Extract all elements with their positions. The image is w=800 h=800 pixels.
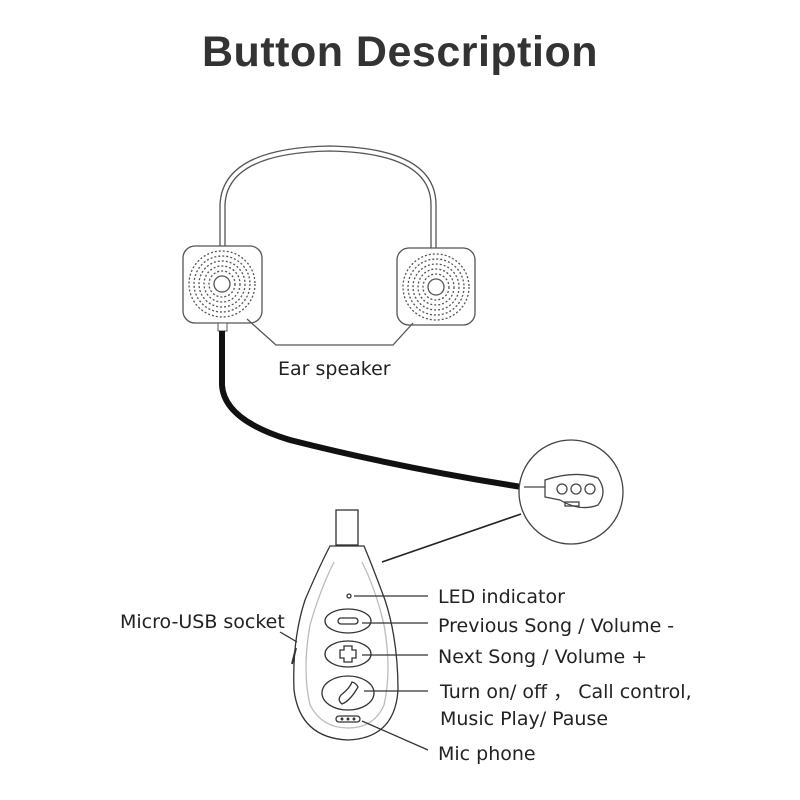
led-label: LED indicator bbox=[438, 586, 565, 608]
left-speaker bbox=[182, 245, 263, 324]
right-speaker bbox=[396, 247, 476, 326]
headband bbox=[219, 145, 437, 249]
remote-control bbox=[291, 509, 399, 741]
minus-button bbox=[324, 608, 372, 634]
led-icon bbox=[346, 593, 352, 599]
micro-usb-label: Micro-USB socket bbox=[120, 611, 285, 633]
page-title: Button Description bbox=[202, 28, 598, 76]
prev-label: Previous Song / Volume - bbox=[438, 615, 674, 637]
magnifier-circle bbox=[381, 439, 624, 563]
plus-button bbox=[324, 640, 372, 668]
cable bbox=[219, 331, 529, 491]
mic-label: Mic phone bbox=[438, 743, 536, 765]
phone-button bbox=[321, 675, 375, 711]
ear-speaker-label: Ear speaker bbox=[278, 358, 391, 380]
power-label-line2: Music Play/ Pause bbox=[440, 708, 608, 730]
power-label-line1: Turn on/ off ， Call control, bbox=[439, 681, 692, 703]
next-label: Next Song / Volume + bbox=[438, 646, 647, 668]
mic-icon bbox=[335, 715, 361, 723]
ear-speaker-leader bbox=[246, 318, 414, 346]
phone-icon bbox=[338, 681, 359, 705]
